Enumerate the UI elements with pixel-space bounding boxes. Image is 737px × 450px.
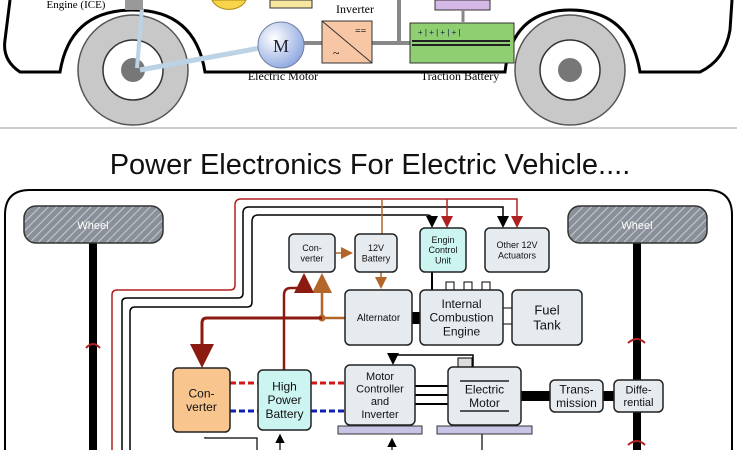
- block-label: High: [272, 379, 297, 393]
- block-label: Inverter: [361, 409, 399, 421]
- block-alternator: Alternator: [344, 289, 413, 346]
- block-label: Electric: [465, 382, 504, 396]
- svg-text:~: ~: [333, 46, 340, 60]
- engine-shaft: [135, 7, 144, 69]
- block-label: Controller: [356, 384, 404, 396]
- converter-box-icon: [269, 0, 313, 9]
- wheel-right: Wheel: [567, 205, 708, 244]
- rotation-icon: [85, 343, 101, 349]
- diagram-frame: [4, 189, 733, 450]
- wiring: [111, 198, 614, 450]
- right-axle: [633, 243, 641, 450]
- svg-text:==: ==: [355, 26, 367, 37]
- mount-platform: [436, 425, 533, 435]
- block-label: Combustion: [429, 311, 493, 325]
- block-label: Motor: [469, 396, 500, 410]
- block-label: Unit: [435, 256, 452, 266]
- block-transmission: Trans-mission: [549, 379, 604, 413]
- block-label: verter: [300, 253, 323, 263]
- block-label: Battery: [362, 253, 391, 263]
- left-axle: [89, 243, 97, 450]
- svg-text:+ | + | + | + |: + | + | + | + |: [418, 28, 461, 37]
- block-label: verter: [186, 400, 217, 414]
- wheel-left-label: Wheel: [77, 220, 108, 232]
- block-label: Motor: [366, 371, 394, 383]
- block-label: mission: [556, 396, 597, 410]
- block-label: Engin: [431, 235, 454, 245]
- block-label: Diffe-: [625, 385, 651, 397]
- wheel-front: [77, 14, 189, 126]
- wheel-rear: [514, 14, 626, 126]
- block-label: Actuators: [498, 250, 537, 260]
- motor-symbol: M: [273, 36, 289, 56]
- block-label: Other 12V: [496, 240, 537, 250]
- block-label: 12V: [368, 243, 384, 253]
- motor-label: Electric Motor: [248, 69, 318, 83]
- rotation-icon: [627, 440, 646, 446]
- block-label: Internal: [441, 297, 481, 311]
- block-label: Trans-: [559, 382, 593, 396]
- motor-shaft: [139, 45, 261, 73]
- traction-battery-icon: + | + | + | + |: [409, 22, 515, 64]
- engine-label: Engine (ICE): [47, 0, 106, 11]
- car-body-outline: [3, 0, 734, 74]
- block-label: Control: [428, 245, 457, 255]
- battery-label: Traction Battery: [421, 69, 500, 83]
- rotation-icon: [627, 338, 646, 344]
- block-label: Power: [267, 393, 301, 407]
- block-label: Battery: [265, 407, 303, 421]
- block-label: Fuel: [534, 303, 559, 318]
- block-label: rential: [624, 397, 654, 409]
- car-illustration: Engine (ICE) M Electric Motor ~ == Inver…: [3, 0, 734, 126]
- wheel-left: Wheel: [23, 205, 164, 244]
- block-label: Con-: [302, 243, 322, 253]
- page-title: Power Electronics For Electric Vehicle..…: [110, 149, 631, 181]
- mount-platform: [337, 425, 423, 435]
- block-converter-main: Con-verter: [172, 367, 231, 433]
- electric-motor-icon: [257, 21, 305, 69]
- block-label: and: [371, 396, 389, 408]
- charger-box-icon: [434, 0, 491, 11]
- block-label: Engine: [443, 325, 481, 339]
- block-label: Tank: [533, 318, 561, 333]
- block-differential: Diffe-rential: [613, 379, 664, 413]
- block-label: Alternator: [357, 313, 401, 324]
- block-label: Con-: [188, 386, 214, 400]
- inverter-label: Inverter: [336, 2, 374, 16]
- engine-icon: [125, 0, 143, 10]
- generator-icon: [211, 0, 247, 10]
- wheel-right-label: Wheel: [621, 220, 652, 232]
- block-converter-small: Con-verter: [288, 233, 336, 273]
- inverter-icon: ~ ==: [321, 20, 373, 64]
